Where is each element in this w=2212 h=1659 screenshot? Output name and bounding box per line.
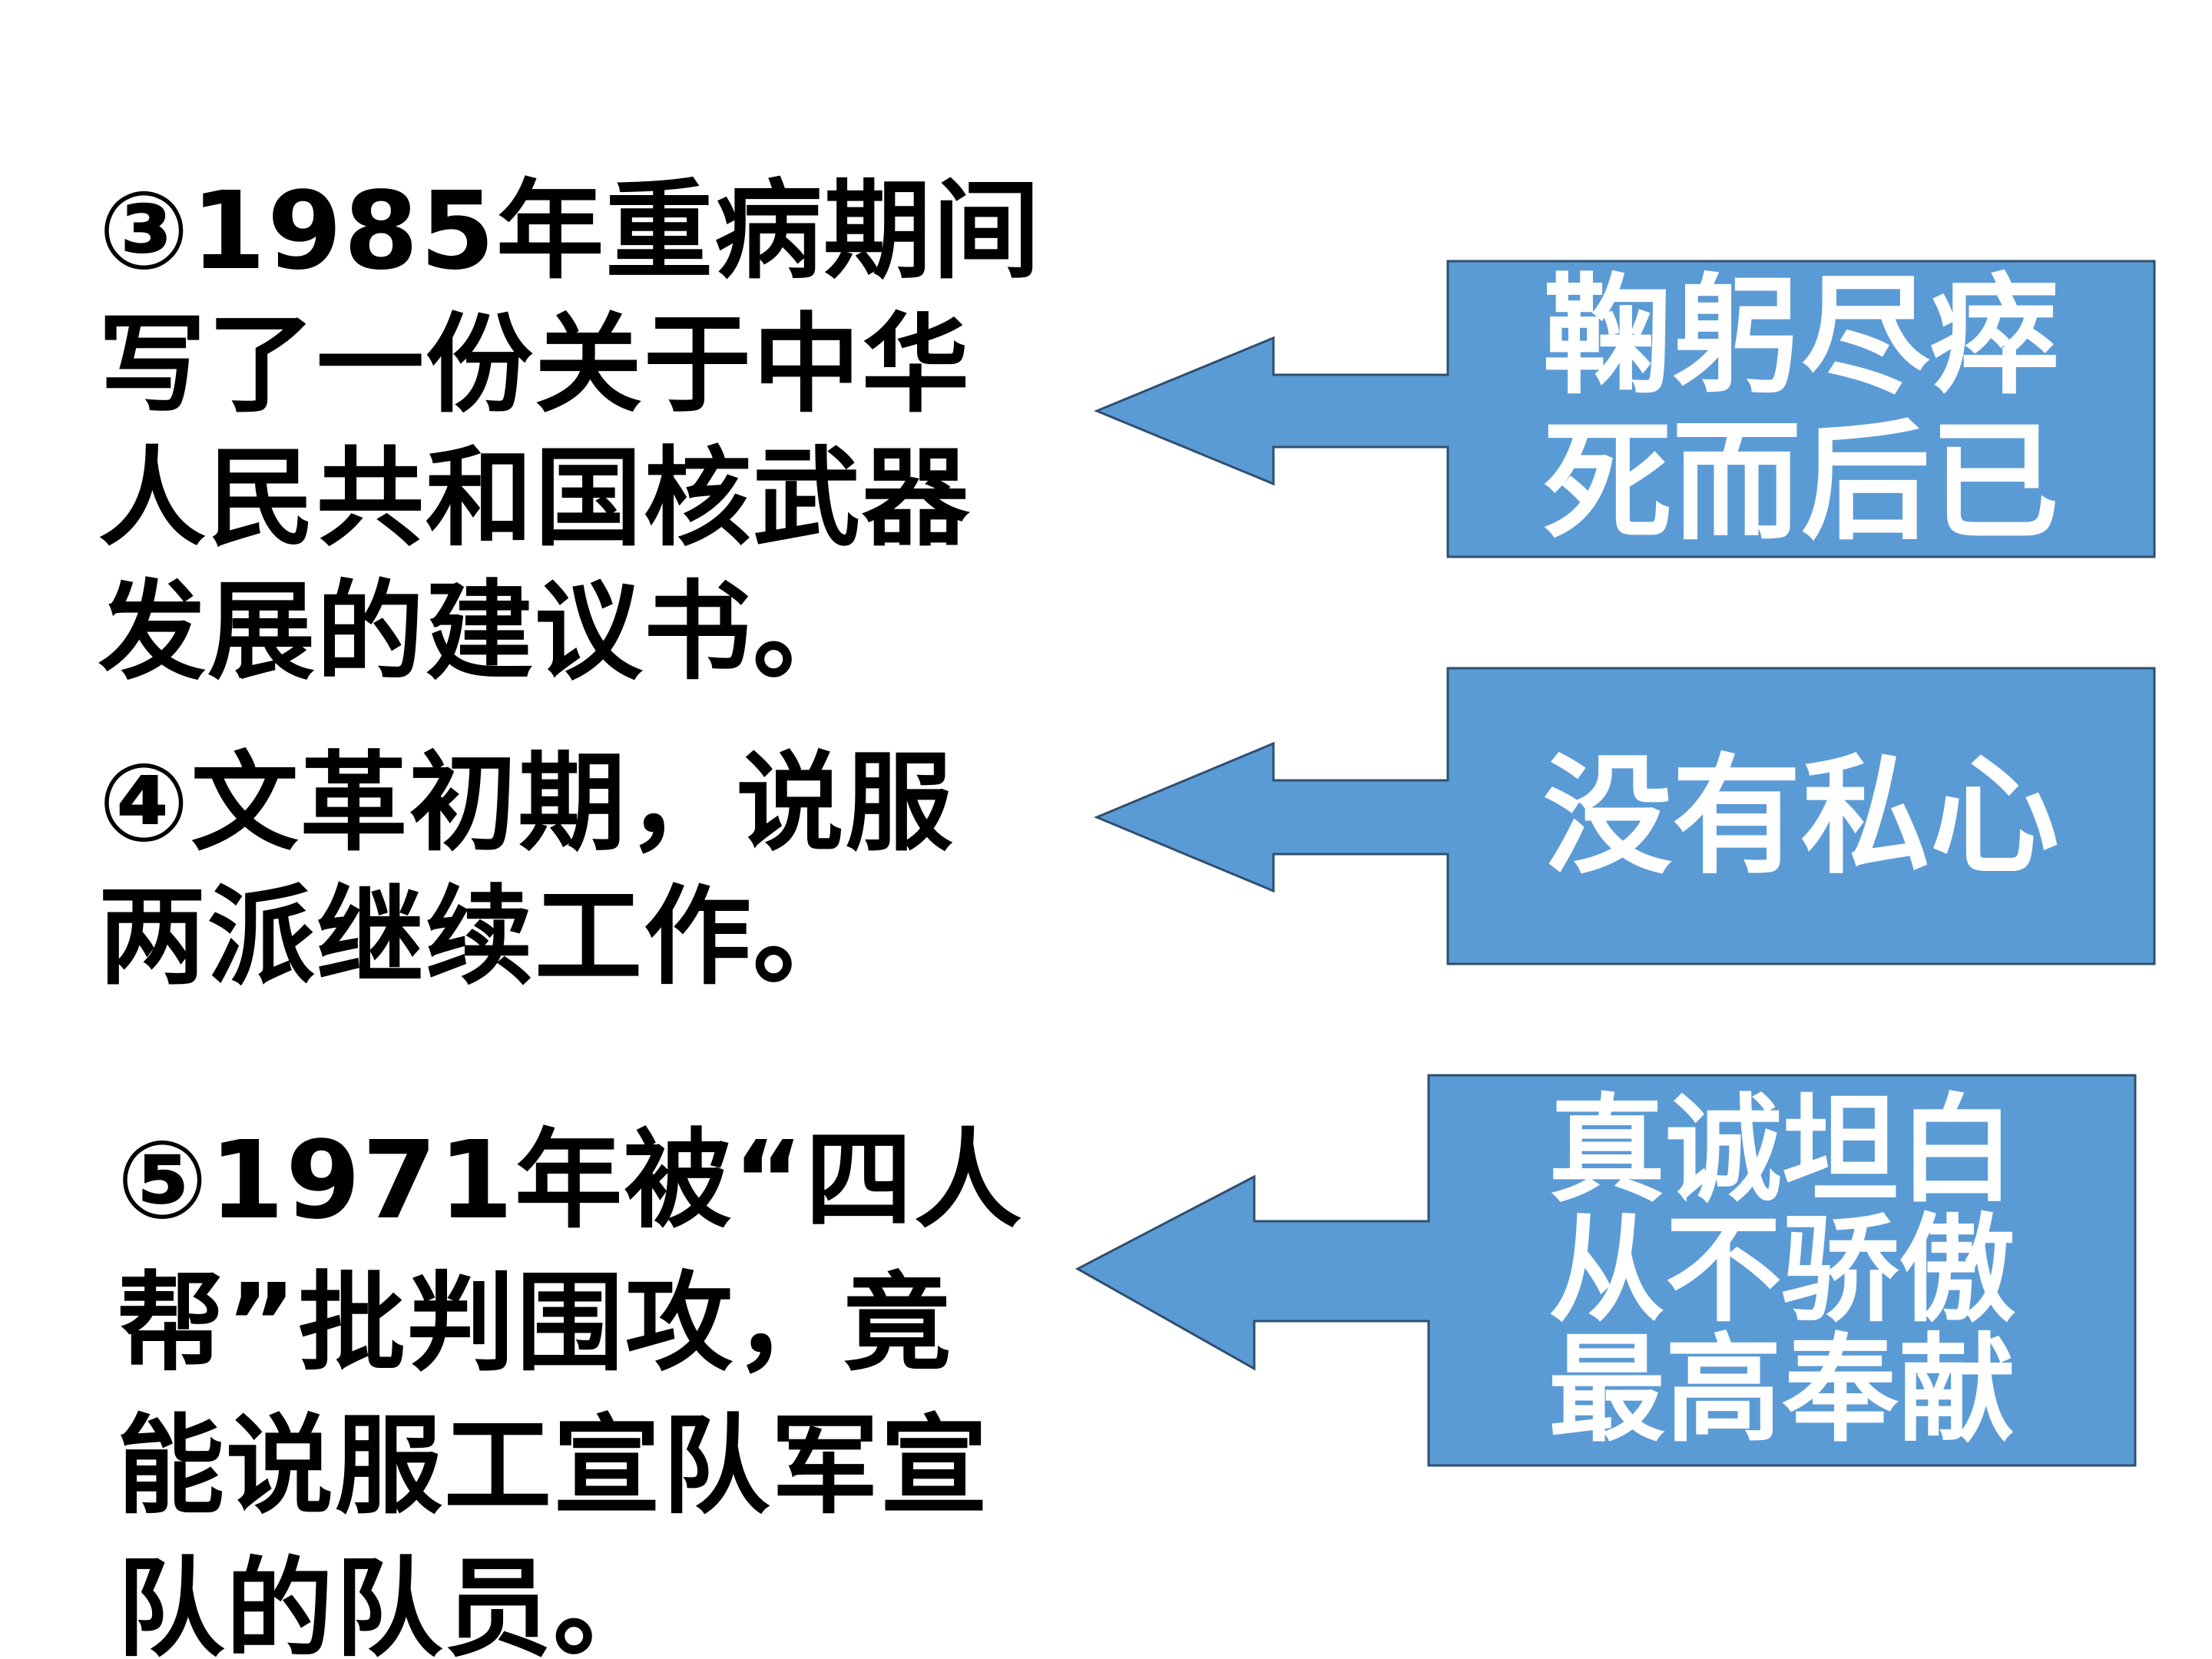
arrow-callout-shape-2: [1094, 667, 2156, 965]
statement-4: ④文革初期，说服 两派继续工作。: [98, 741, 955, 1000]
trait-1-text: 鞠躬尽瘁 死而后已: [1448, 261, 2154, 557]
arrow-callout-shape-1: [1094, 260, 2156, 558]
trait-3-line-1: 真诚坦白: [1548, 1082, 2015, 1218]
trait-1-line-2: 死而后已: [1543, 406, 2059, 558]
trait-1-line-1: 鞠躬尽瘁: [1543, 260, 2059, 412]
statement-5: ⑤1971年被“四人 帮”批判围攻，竟 能说服工宣队军宣 队的队员。: [117, 1118, 1024, 1659]
arrow-callout-shape-3: [1075, 1074, 2137, 1467]
trait-3-line-2: 从不骄傲: [1548, 1202, 2015, 1338]
trait-3-text: 真诚坦白 从不骄傲 最高奉献: [1429, 1075, 2135, 1465]
trait-2-text: 没有私心: [1448, 668, 2154, 964]
trait-3-line-3: 最高奉献: [1548, 1322, 2015, 1458]
trait-2-line-1: 没有私心: [1543, 740, 2059, 892]
statement-3: ③1985年重病期间 写了一份关于中华 人民共和国核武器 发展的建议书。: [98, 169, 1042, 695]
